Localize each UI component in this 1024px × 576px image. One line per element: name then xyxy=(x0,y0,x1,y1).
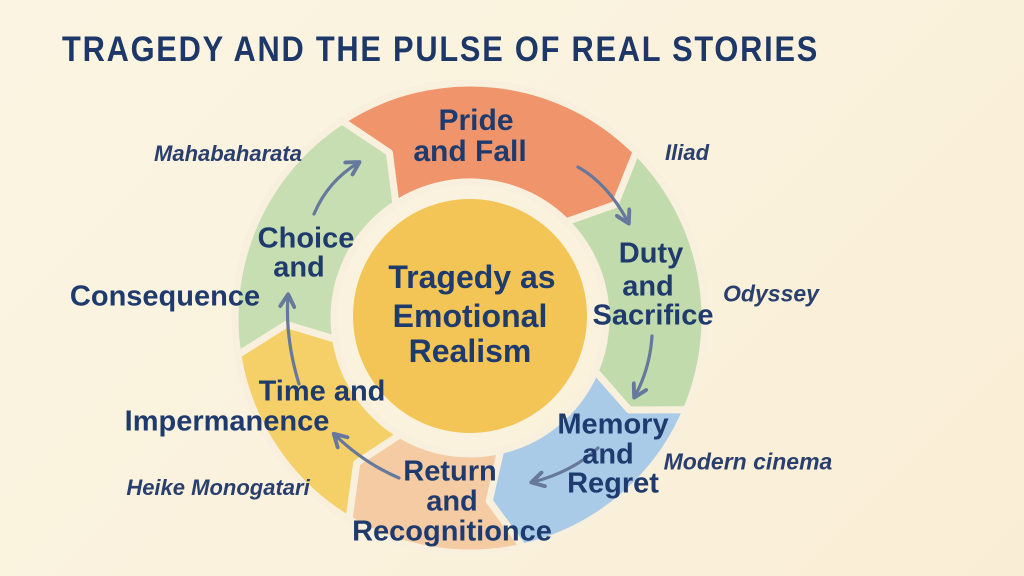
flow-arrow-duty-to-memory xyxy=(635,334,654,396)
reference-label-heike-monogatari: Heike Monogatari xyxy=(126,475,310,500)
reference-label-odyssey: Odyssey xyxy=(723,280,819,307)
segment-label-duty-line3: Sacrifice xyxy=(592,299,714,332)
center-label-line1: Tragedy as xyxy=(388,259,556,295)
flow-arrow-time-to-choice xyxy=(287,296,301,386)
segment-label-pride-line1: Pride xyxy=(438,104,514,137)
reference-label-mahabaharata: Mahabaharata xyxy=(154,141,302,166)
segment-label-return-line3: Recognitionce xyxy=(352,515,552,548)
segment-label-memory-line3: Regret xyxy=(567,467,659,500)
segment-label-time-line1: Time and xyxy=(258,375,386,408)
segment-label-memory-line1: Memory xyxy=(557,408,669,441)
center-label-line2: Emotional xyxy=(392,298,548,334)
center-label-line3: Realism xyxy=(408,333,532,369)
flow-arrow-pride-to-duty xyxy=(576,165,628,222)
flow-arrow-choice-to-pride xyxy=(312,163,358,216)
ring-segment-choice xyxy=(231,117,400,359)
segment-label-choice-line2: and xyxy=(273,251,325,284)
flow-arrow-return-to-time xyxy=(335,435,401,480)
segment-label-return-line1: Return xyxy=(403,455,497,488)
page-title: TRAGEDY AND THE PULSE OF REAL STORIES xyxy=(62,30,820,69)
segment-label-choice-line3: Consequence xyxy=(69,280,261,313)
reference-label-iliad: Iliad xyxy=(664,140,710,165)
reference-label-modern-cinema: Modern cinema xyxy=(663,448,833,475)
segment-label-duty-line2: and xyxy=(622,270,674,303)
flow-arrow-memory-to-return xyxy=(533,446,600,482)
segment-label-return-line2: and xyxy=(426,485,478,518)
segment-label-memory-line2: and xyxy=(582,438,634,471)
segment-label-duty-line1: Duty xyxy=(618,237,684,270)
segment-label-time-line2: Impermanence xyxy=(124,405,330,438)
segment-label-pride-line2: and Fall xyxy=(413,135,527,168)
center-circle xyxy=(353,199,587,433)
segment-label-choice-line1: Choice xyxy=(257,222,355,255)
